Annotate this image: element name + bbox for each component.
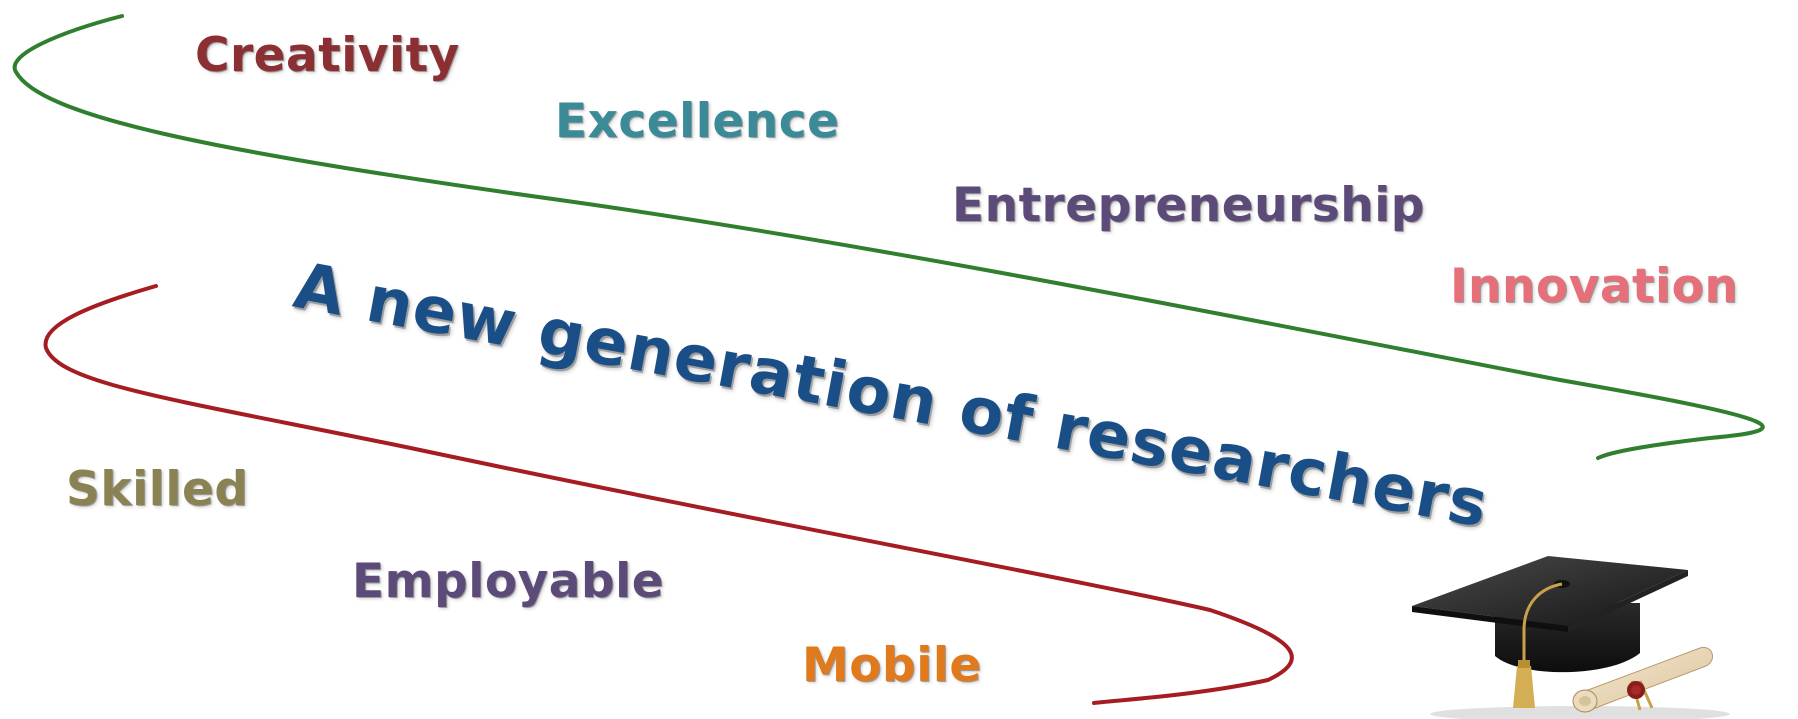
green-swoosh-curve bbox=[12, 14, 1765, 460]
word-innovation: Innovation bbox=[1450, 259, 1739, 314]
word-employable: Employable bbox=[352, 554, 665, 609]
graduation-cap-diploma-icon bbox=[1412, 556, 1730, 719]
red-swoosh-curve bbox=[43, 284, 1294, 705]
word-entrepreneurship: Entrepreneurship bbox=[952, 178, 1425, 233]
word-skilled: Skilled bbox=[66, 462, 249, 517]
word-creativity: Creativity bbox=[195, 28, 460, 83]
word-excellence: Excellence bbox=[555, 94, 840, 149]
word-mobile: Mobile bbox=[802, 638, 982, 693]
